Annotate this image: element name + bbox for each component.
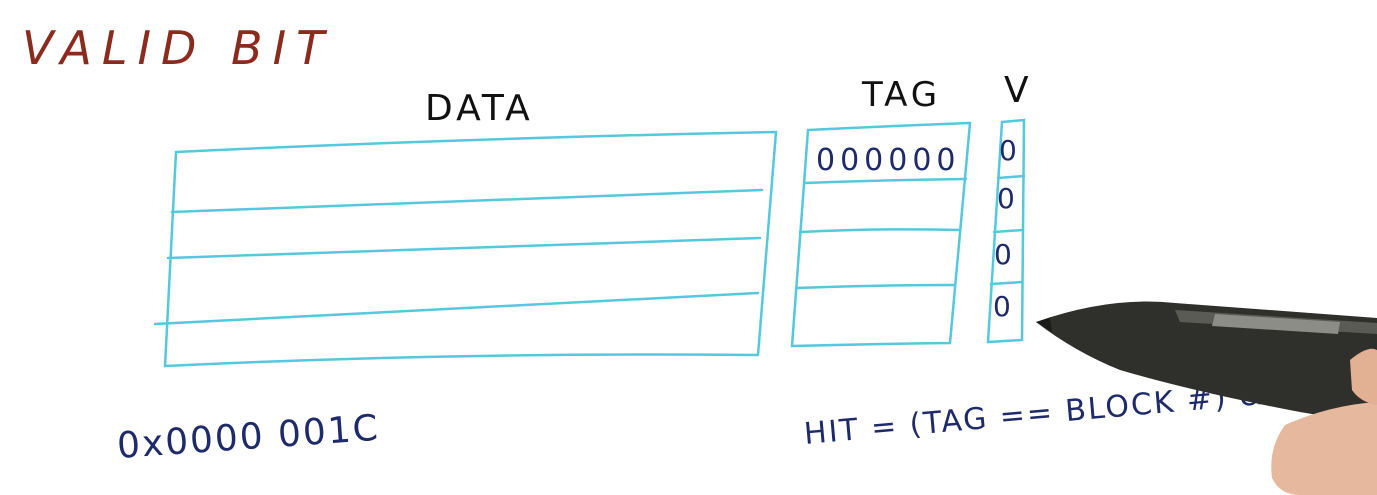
hand-finger [1350, 348, 1377, 405]
pen-tip [1036, 318, 1052, 332]
hand-icon [1271, 348, 1377, 495]
data-row-divider [166, 236, 762, 260]
valid-bit-value: 0 [997, 182, 1015, 215]
valid-row-divider [989, 280, 1024, 286]
stylus-pen-icon [1036, 301, 1377, 425]
tag-row-divider [798, 228, 962, 234]
valid-bit-value: 0 [994, 238, 1012, 271]
valid-row-divider [992, 228, 1025, 234]
tag-row-divider [794, 283, 957, 290]
valid-row-divider [996, 174, 1026, 180]
data-row-divider [153, 291, 760, 326]
data-block [153, 130, 778, 368]
data-row-divider [170, 188, 764, 214]
tag-block [790, 121, 972, 348]
valid-column-label: V [1004, 70, 1029, 111]
valid-block [986, 118, 1026, 344]
valid-bit-value: 0 [999, 134, 1017, 167]
valid-block-outline [986, 118, 1026, 344]
tag-value: 000000 [816, 143, 961, 178]
data-block-outline [163, 130, 778, 368]
tag-column-label: TAG [861, 75, 941, 115]
address-text: 0x0000 001C [116, 408, 381, 467]
tag-row-divider [803, 177, 968, 185]
title-valid-bit: VALID BIT [22, 21, 334, 75]
hand-thumb [1271, 402, 1377, 495]
data-column-label: DATA [425, 88, 534, 129]
tag-block-outline [790, 121, 972, 348]
pen-clip [1212, 314, 1340, 334]
valid-bit-value: 0 [993, 290, 1011, 323]
pen-body [1036, 301, 1377, 425]
